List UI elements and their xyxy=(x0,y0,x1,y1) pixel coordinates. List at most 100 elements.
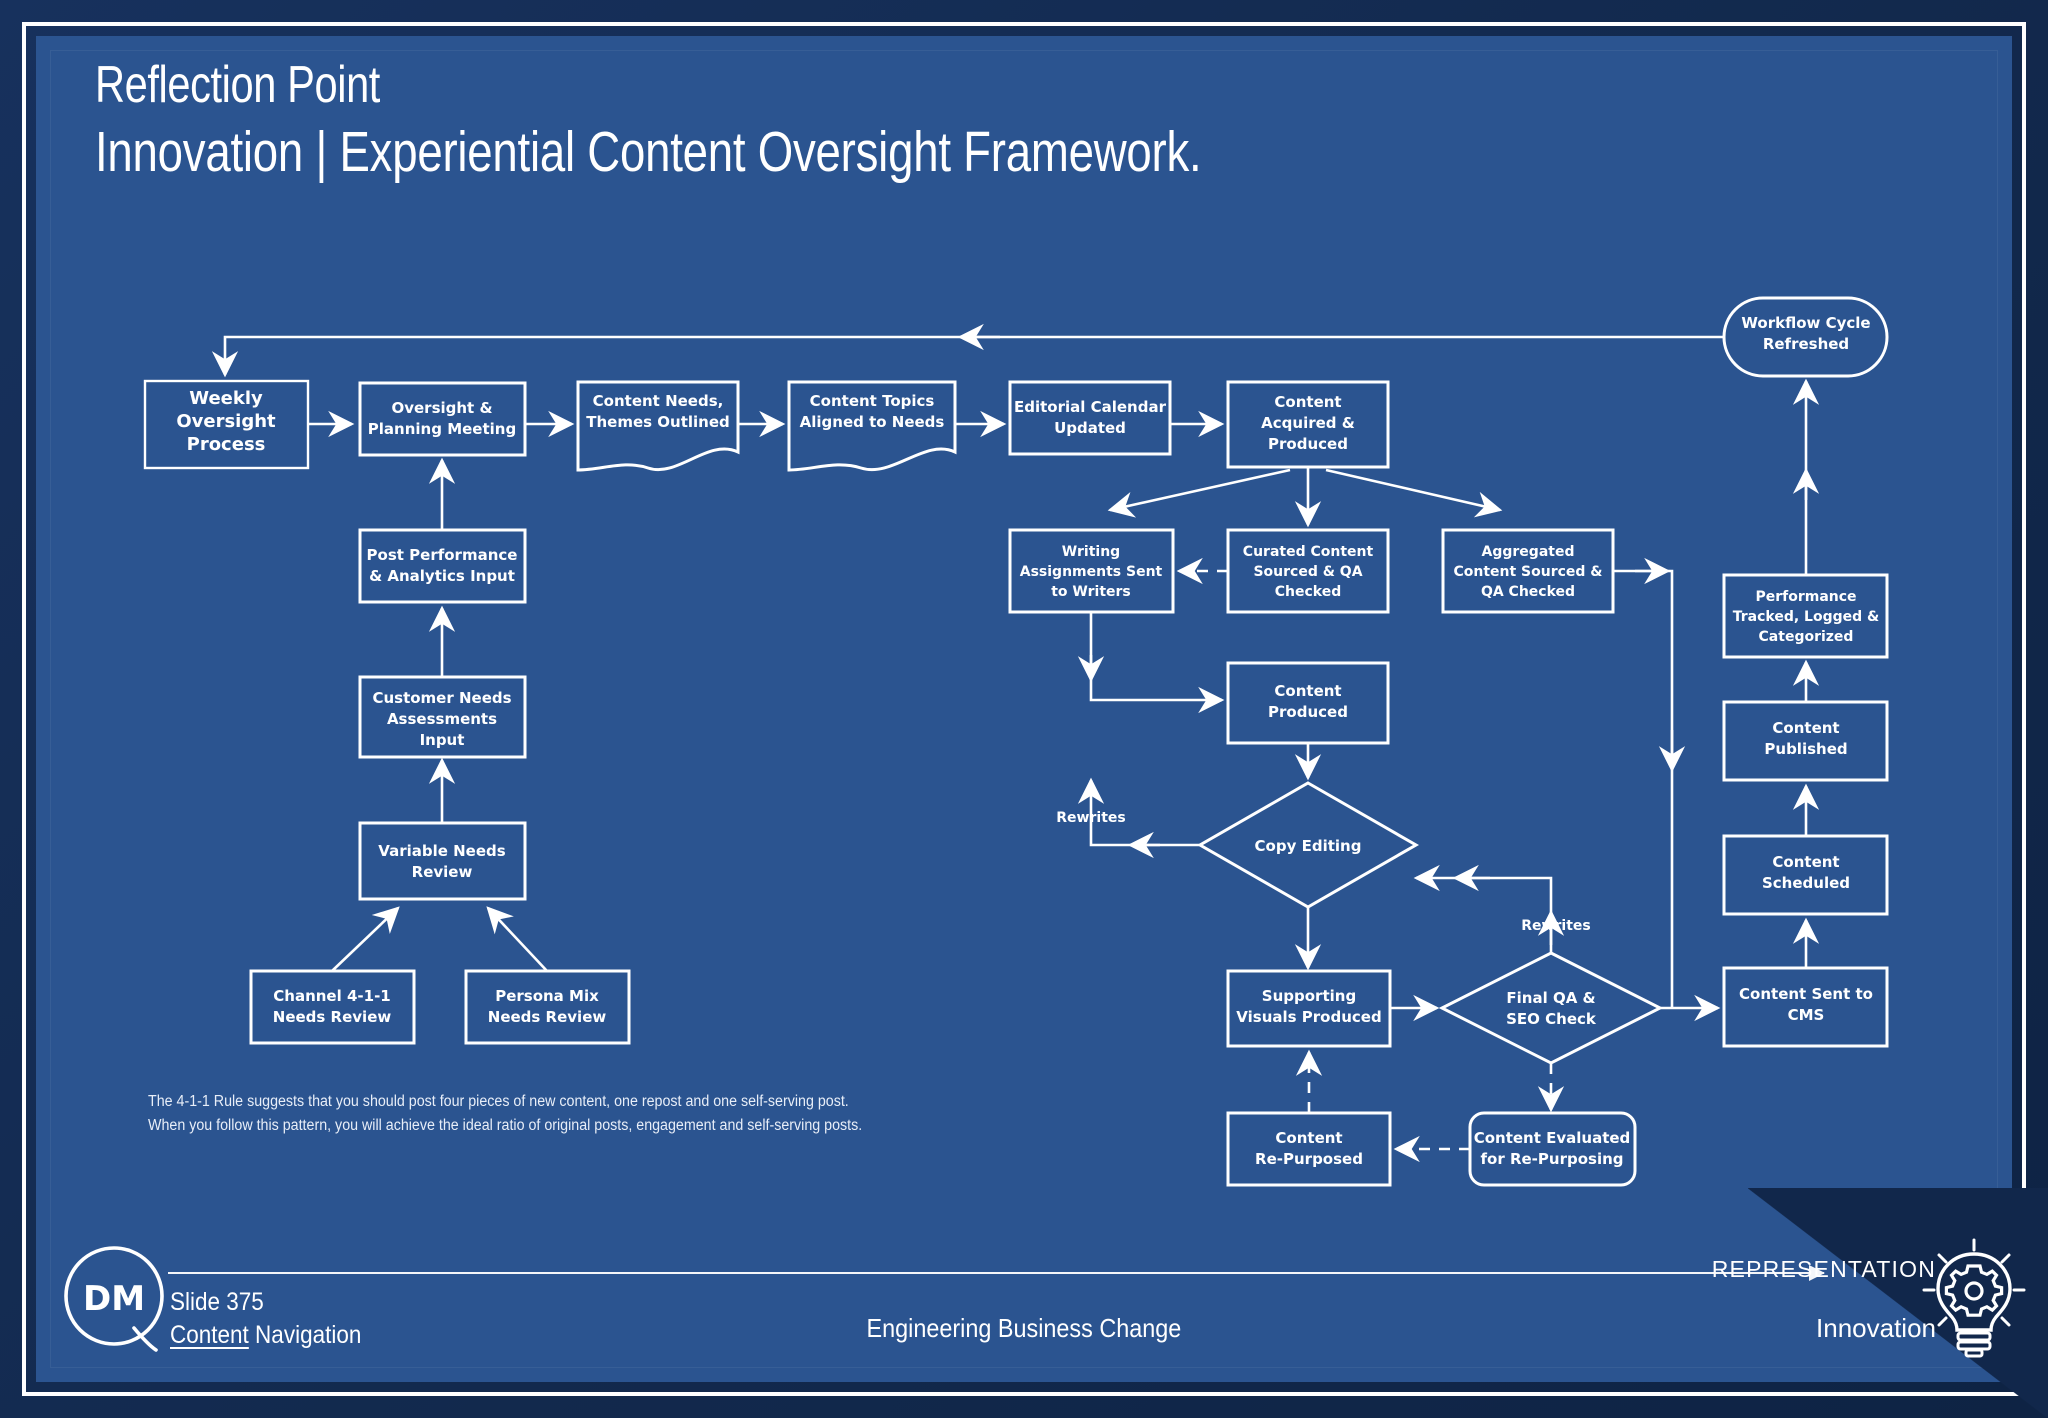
footnote-text: The 4-1-1 Rule suggests that you should … xyxy=(148,1093,863,1135)
footer-innovation-label: Innovation xyxy=(1816,1313,1936,1343)
node-variable-needs-review[interactable]: Variable Needs Review xyxy=(358,821,527,901)
node-content-scheduled[interactable]: Content Scheduled xyxy=(1722,834,1889,916)
node-label: Categorized xyxy=(1759,629,1854,645)
node-content-produced[interactable]: Content Produced xyxy=(1226,661,1390,745)
nav-rest-word: Navigation xyxy=(248,1321,362,1349)
node-label: CMS xyxy=(1788,1006,1825,1024)
node-label: Scheduled xyxy=(1762,874,1850,892)
edge-finalqa-and-aggregated-to-cms xyxy=(1613,557,1721,1022)
node-label: for Re-Purposing xyxy=(1481,1150,1624,1168)
node-copy-editing[interactable]: Copy Editing xyxy=(1196,781,1420,909)
node-content-sent-to-cms[interactable]: Content Sent to CMS xyxy=(1722,966,1889,1048)
node-aggregated-content-sourced-qa-checked[interactable]: Aggregated Content Sourced & QA Checked xyxy=(1441,528,1615,614)
node-label: Produced xyxy=(1268,703,1348,721)
node-label: Published xyxy=(1764,740,1847,758)
node-editorial-calendar-updated[interactable]: Editorial Calendar Updated xyxy=(1008,380,1172,456)
node-label: Needs Review xyxy=(273,1008,392,1026)
node-content-evaluated-for-re-purposing[interactable]: Content Evaluated for Re-Purposing xyxy=(1468,1111,1637,1187)
node-label: Refreshed xyxy=(1763,335,1849,353)
node-label: Content Topics xyxy=(810,392,935,410)
node-label: Writing xyxy=(1062,544,1120,560)
node-label: Content xyxy=(1274,682,1341,700)
slide-border-frame xyxy=(22,22,2026,1396)
node-label: Content xyxy=(1274,393,1341,411)
node-label: Content xyxy=(1772,719,1839,737)
node-label: Themes Outlined xyxy=(586,413,730,431)
slide-header: Reflection Point Innovation | Experienti… xyxy=(95,58,1478,182)
lightbulb-gear-icon xyxy=(1918,1238,2030,1358)
node-label: Produced xyxy=(1268,435,1348,453)
node-label: Content xyxy=(1772,853,1839,871)
node-label: Process xyxy=(187,434,266,455)
node-label: Copy Editing xyxy=(1255,837,1362,855)
node-performance-tracked-logged-categorized[interactable]: Performance Tracked, Logged & Categorize… xyxy=(1722,573,1889,659)
node-label: Assessments xyxy=(387,710,497,728)
footer-center-label: Engineering Business Change xyxy=(866,1313,1182,1343)
nav-underlined-word: Content xyxy=(170,1321,249,1349)
node-workflow-cycle-refreshed[interactable]: Workflow Cycle Refreshed xyxy=(1722,296,1889,378)
node-label: Performance xyxy=(1755,589,1856,605)
node-content-topics-aligned-to-needs[interactable]: Content Topics Aligned to Needs xyxy=(787,380,957,472)
node-label: Planning Meeting xyxy=(368,420,516,438)
node-label: Tracked, Logged & xyxy=(1733,609,1880,625)
node-label: Channel 4-1-1 xyxy=(273,987,390,1005)
node-curated-content-sourced-qa-checked[interactable]: Curated Content Sourced & QA Checked xyxy=(1226,528,1390,614)
node-customer-needs-assessments-input[interactable]: Customer Needs Assessments Input xyxy=(358,675,527,759)
edge-finalqa-rewrites-to-copyedit: Rewrites xyxy=(1413,864,1591,953)
node-label: Assignments Sent xyxy=(1020,564,1163,580)
node-label: Editorial Calendar xyxy=(1014,398,1167,416)
node-oversight-planning-meeting[interactable]: Oversight & Planning Meeting xyxy=(358,381,527,457)
node-label: Sourced & QA xyxy=(1253,564,1362,580)
node-weekly-oversight-process[interactable]: Weekly Oversight Process xyxy=(143,379,310,470)
node-label: Content Evaluated xyxy=(1474,1129,1631,1147)
footer-right-labels: REPRESENTATION Innovation xyxy=(1712,1256,1936,1344)
node-label: Post Performance xyxy=(367,546,518,564)
node-content-published[interactable]: Content Published xyxy=(1722,700,1889,782)
node-label: Oversight xyxy=(176,411,276,432)
node-label: Oversight & xyxy=(391,399,492,417)
node-post-performance-analytics-input[interactable]: Post Performance & Analytics Input xyxy=(358,528,527,604)
logo-text: DM xyxy=(83,1279,145,1319)
node-label: to Writers xyxy=(1051,584,1131,600)
slide-footer: DM Slide 375 Content Navigation Engineer… xyxy=(0,1232,2048,1382)
node-label: Content Sourced & xyxy=(1453,564,1602,580)
node-label: & Analytics Input xyxy=(369,567,515,585)
edge-label-rewrites-right: Rewrites xyxy=(1521,918,1590,934)
node-label: SEO Check xyxy=(1506,1010,1597,1028)
slide-meta: Slide 375 Content Navigation xyxy=(170,1286,361,1352)
node-supporting-visuals-produced[interactable]: Supporting Visuals Produced xyxy=(1226,969,1392,1048)
node-label: Supporting xyxy=(1262,987,1356,1005)
node-content-re-purposed[interactable]: Content Re-Purposed xyxy=(1226,1111,1392,1187)
node-label: Final QA & xyxy=(1506,989,1595,1007)
page-title: Innovation | Experiential Content Oversi… xyxy=(95,119,1202,184)
node-final-qa-seo-check[interactable]: Final QA & SEO Check xyxy=(1438,951,1664,1065)
node-label: Persona Mix xyxy=(495,987,599,1005)
header-eyebrow: Reflection Point xyxy=(95,56,380,114)
node-writing-assignments-sent-to-writers[interactable]: Writing Assignments Sent to Writers xyxy=(1008,528,1175,614)
dm-logo: DM xyxy=(62,1244,172,1354)
edge-acquired-branches xyxy=(1107,467,1503,528)
node-label: Review xyxy=(412,863,473,881)
node-label: Aggregated xyxy=(1482,544,1575,560)
node-label: Re-Purposed xyxy=(1255,1150,1363,1168)
node-label: Acquired & xyxy=(1261,414,1355,432)
node-label: Content Sent to xyxy=(1739,985,1873,1003)
footer-representation-label: REPRESENTATION xyxy=(1711,1256,1936,1282)
node-label: Content Needs, xyxy=(593,392,724,410)
slide-stage xyxy=(36,36,2012,1382)
slide-navigation[interactable]: Content Navigation xyxy=(170,1319,361,1352)
node-content-acquired-produced[interactable]: Content Acquired & Produced xyxy=(1226,380,1390,469)
node-content-needs-themes-outlined[interactable]: Content Needs, Themes Outlined xyxy=(576,380,740,472)
node-label: Aligned to Needs xyxy=(800,413,945,431)
node-channel-411-needs-review[interactable]: Channel 4-1-1 Needs Review xyxy=(249,969,416,1045)
node-label: Curated Content xyxy=(1243,544,1374,560)
node-label: Needs Review xyxy=(488,1008,607,1026)
edge-cycle-to-weekly xyxy=(211,323,1724,378)
edge-left-column-connectors xyxy=(331,457,548,972)
footer-divider-arrow xyxy=(168,1265,1825,1281)
node-label: Checked xyxy=(1275,584,1342,600)
node-label: Updated xyxy=(1054,419,1126,437)
edge-copyedit-rewrites-to-writing: Rewrites xyxy=(1056,777,1200,859)
node-persona-mix-needs-review[interactable]: Persona Mix Needs Review xyxy=(464,969,631,1045)
